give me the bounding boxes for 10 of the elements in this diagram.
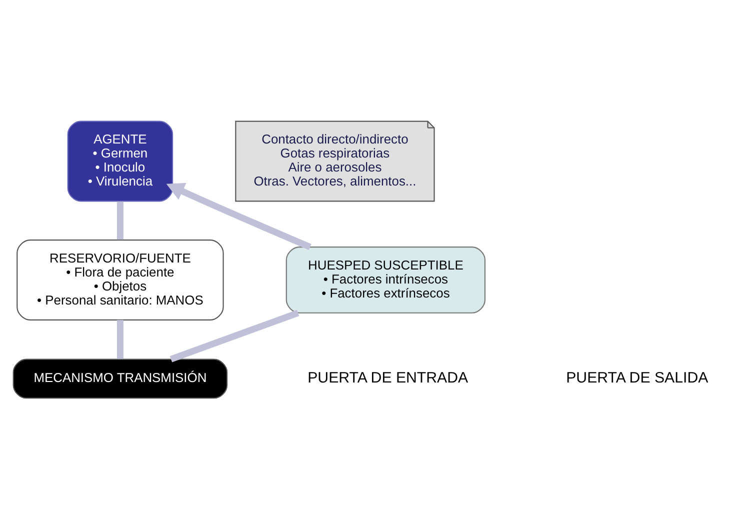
node-box: RESERVORIO/FUENTE • Flora de paciente • Objetos • Personal sanitario: MANOS — [16, 240, 224, 320]
node-box: MECANISMO TRANSMISIÓN — [12, 358, 228, 399]
label: PUERTA DE SALIDA — [566, 370, 708, 387]
connector — [116, 320, 124, 359]
label: PUERTA DE ENTRADA — [308, 370, 468, 387]
node-box: HUESPED SUSCEPTIBLE • Factores intrínsecos • Factores extrínsecos — [286, 246, 486, 314]
connector — [170, 310, 300, 362]
connector — [116, 201, 124, 240]
node-box: AGENTE • Germen • Inoculo • Virulencia — [67, 120, 174, 202]
arrow — [166, 182, 312, 250]
